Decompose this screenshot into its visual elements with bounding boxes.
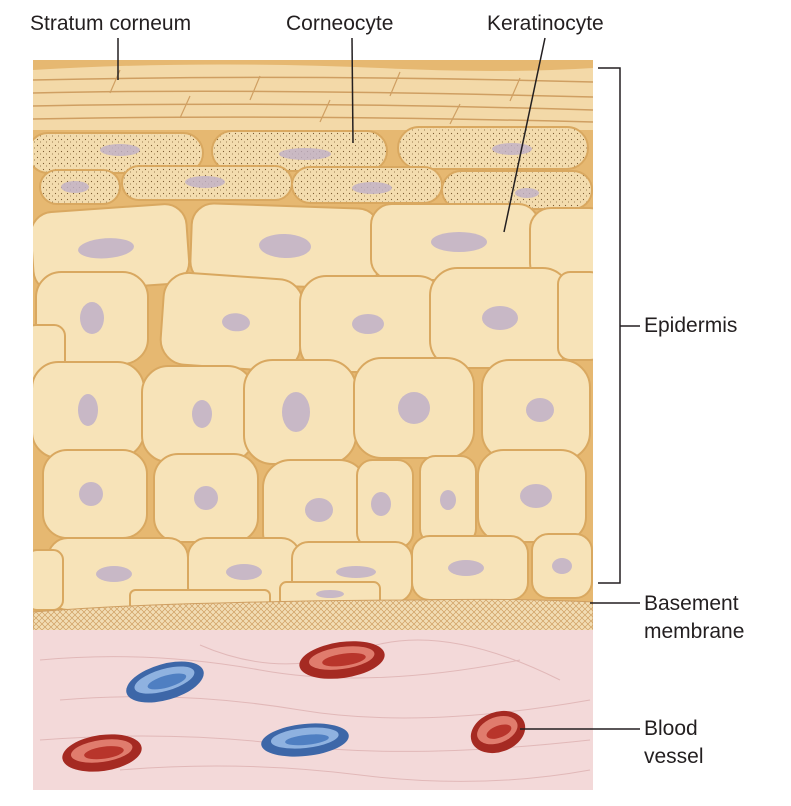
- keratinocyte-cell: [159, 271, 305, 373]
- red-vessel-right: [470, 710, 526, 754]
- label-blood-vessel-1: Blood: [644, 717, 698, 740]
- label-corneocyte: Corneocyte: [286, 12, 394, 35]
- cell-nucleus: [78, 238, 134, 259]
- cell-nucleus: [78, 394, 98, 426]
- keratinocyte-cells: [33, 202, 593, 611]
- blue-vessel-1: [126, 661, 204, 703]
- blood-vessels: [62, 641, 526, 772]
- cell-nucleus: [552, 558, 572, 574]
- keratinocyte-cell: [419, 455, 477, 545]
- keratinocyte-cell: [557, 271, 593, 361]
- cell-nucleus: [192, 400, 212, 428]
- cell-nucleus: [80, 302, 104, 334]
- label-keratinocyte: Keratinocyte: [487, 12, 604, 35]
- leader-keratinocyte: [503, 37, 546, 233]
- label-basement-membrane-1: Basement: [644, 592, 739, 615]
- cell-nucleus: [305, 498, 333, 522]
- cell-nucleus: [96, 566, 132, 582]
- epidermis-bracket: [598, 67, 621, 584]
- cell-nucleus: [520, 484, 552, 508]
- cell-nucleus: [316, 590, 344, 598]
- cell-nucleus: [222, 313, 250, 332]
- cell-nucleus: [282, 392, 310, 432]
- red-vessel-top: [299, 641, 385, 679]
- keratinocyte-cell: [477, 449, 587, 543]
- keratinocyte-cell: [33, 549, 64, 611]
- keratinocyte-cell: [243, 359, 357, 465]
- cell-nucleus: [482, 306, 518, 330]
- label-blood-vessel-2: vessel: [644, 745, 704, 768]
- leader-corneocyte: [351, 37, 354, 144]
- stratum-corneum-layers: [33, 64, 593, 130]
- keratinocyte-cell: [411, 535, 529, 601]
- cell-nucleus: [398, 392, 430, 424]
- keratinocyte-cell: [356, 459, 414, 549]
- keratinocyte-cell: [531, 533, 593, 599]
- cell-nucleus: [352, 314, 384, 334]
- keratinocyte-cell: [141, 365, 255, 463]
- keratinocyte-cell: [153, 453, 259, 543]
- keratinocyte-cell: [481, 359, 591, 461]
- cell-nucleus: [226, 564, 262, 580]
- basement-membrane-band: [33, 598, 593, 633]
- keratinocyte-cell: [429, 267, 571, 369]
- cell-nucleus: [526, 398, 554, 422]
- cell-nucleus: [371, 492, 391, 516]
- cell-nucleus: [336, 566, 376, 578]
- label-stratum-corneum: Stratum corneum: [30, 12, 192, 35]
- blue-vessel-2: [261, 723, 349, 757]
- cell-body: [557, 271, 593, 361]
- label-basement-membrane-2: membrane: [644, 620, 745, 643]
- cell-nucleus: [194, 486, 218, 510]
- cell-nucleus: [259, 233, 311, 259]
- cell-nucleus: [440, 490, 456, 510]
- keratinocyte-cell: [353, 357, 475, 459]
- label-epidermis: Epidermis: [644, 314, 738, 337]
- corneocyte-row: [33, 126, 593, 210]
- cell-nucleus: [431, 232, 487, 252]
- keratinocyte-cell: [42, 449, 148, 539]
- keratinocyte-cell: [33, 361, 145, 459]
- cell-nucleus: [79, 482, 103, 506]
- cell-body: [33, 549, 64, 611]
- red-vessel-left: [62, 734, 142, 772]
- cell-nucleus: [448, 560, 484, 576]
- leader-lines: [117, 37, 640, 730]
